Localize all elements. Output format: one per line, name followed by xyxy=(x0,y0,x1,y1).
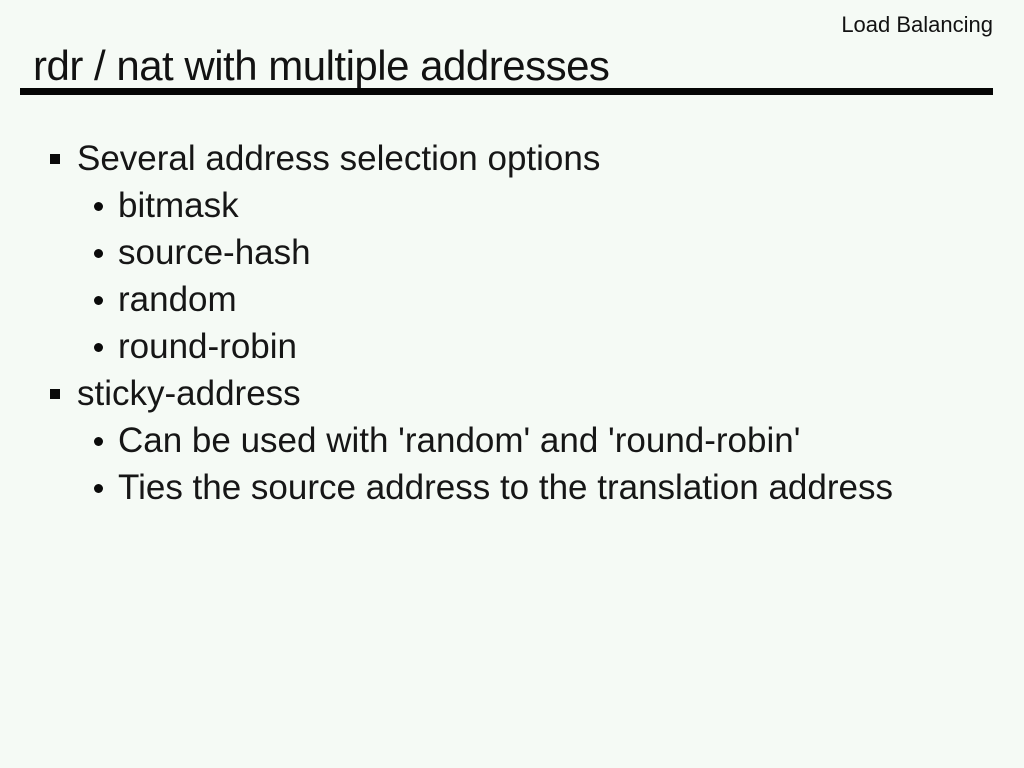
dot-bullet-icon xyxy=(94,483,103,493)
bullet-list: Several address selection options bitmask… xyxy=(0,135,1024,511)
list-item: Can be used with 'random' and 'round-rob… xyxy=(0,417,1024,464)
list-item-label: Several address selection options xyxy=(77,139,601,178)
list-item-label: sticky-address xyxy=(77,374,301,413)
corner-label: Load Balancing xyxy=(841,12,993,37)
square-bullet-icon xyxy=(50,154,60,164)
list-item-label: Ties the source address to the translati… xyxy=(118,468,893,507)
list-item-label: source-hash xyxy=(118,233,311,272)
page-title: rdr / nat with multiple addresses xyxy=(33,42,610,89)
title-underline-rule xyxy=(20,88,993,95)
list-item: sticky-address xyxy=(0,370,1024,417)
list-item: round-robin xyxy=(0,323,1024,370)
dot-bullet-icon xyxy=(94,201,103,211)
dot-bullet-icon xyxy=(94,436,103,446)
dot-bullet-icon xyxy=(94,295,103,305)
list-item: bitmask xyxy=(0,182,1024,229)
list-item: source-hash xyxy=(0,229,1024,276)
list-item: random xyxy=(0,276,1024,323)
square-bullet-icon xyxy=(50,389,60,399)
list-item: Ties the source address to the translati… xyxy=(0,464,1024,511)
list-item-label: Can be used with 'random' and 'round-rob… xyxy=(118,421,801,460)
list-item-label: bitmask xyxy=(118,186,239,225)
dot-bullet-icon xyxy=(94,248,103,258)
list-item-label: random xyxy=(118,280,237,319)
dot-bullet-icon xyxy=(94,342,103,352)
list-item: Several address selection options xyxy=(0,135,1024,182)
list-item-label: round-robin xyxy=(118,327,297,366)
